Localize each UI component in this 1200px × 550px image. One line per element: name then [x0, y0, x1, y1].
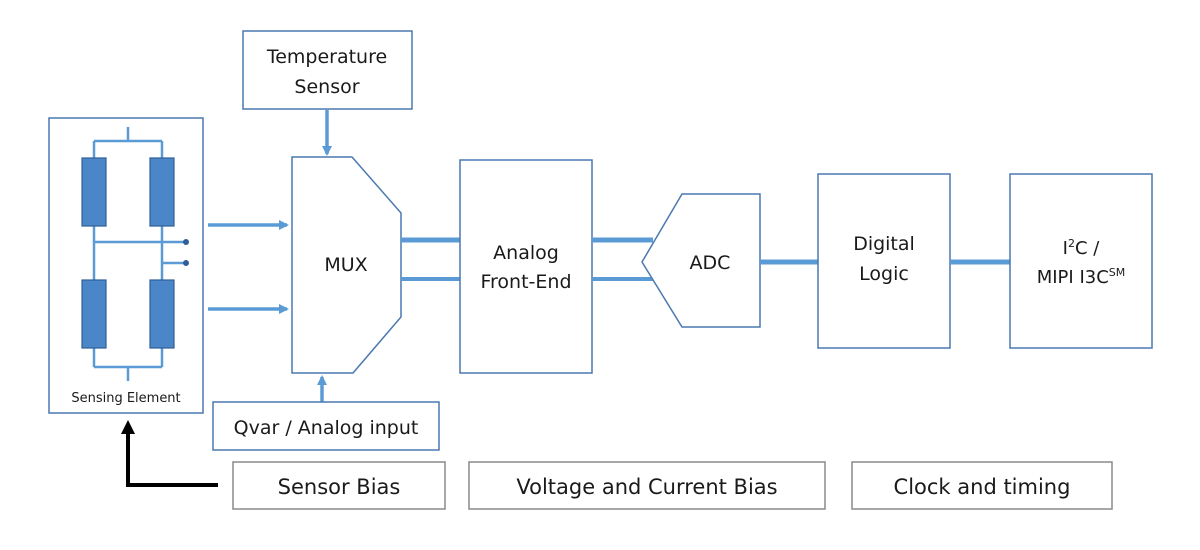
- qvar-input-block[interactable]: Qvar / Analog input: [212, 401, 440, 451]
- analog-front-end-block[interactable]: Analog Front-End: [459, 159, 593, 374]
- interface-label-1: I2C /: [1063, 237, 1101, 259]
- sensor-bias-arrow: [121, 420, 218, 487]
- bridge-terminal-1: [183, 239, 189, 245]
- digital-logic-label-1: Digital: [853, 233, 915, 255]
- sensing-element-label: Sensing Element: [71, 391, 180, 406]
- mux-block[interactable]: MUX: [291, 156, 402, 374]
- resistor-icon: [149, 157, 175, 227]
- sensing-element-frame: [48, 117, 204, 414]
- temperature-sensor-block[interactable]: Temperature Sensor: [242, 30, 413, 110]
- temperature-sensor-label-1: Temperature: [266, 46, 387, 68]
- interface-label-2: MIPI I3CSM: [1037, 266, 1126, 288]
- sensor-bias-label: Sensor Bias: [278, 475, 401, 499]
- clock-timing-label: Clock and timing: [894, 475, 1071, 499]
- digital-logic-block[interactable]: Digital Logic: [817, 173, 951, 349]
- bridge-terminal-2: [183, 260, 189, 266]
- qvar-input-label: Qvar / Analog input: [234, 417, 419, 439]
- digital-logic-label-2: Logic: [859, 263, 909, 285]
- mux-label: MUX: [324, 254, 367, 276]
- temperature-sensor-label-2: Sensor: [294, 76, 359, 98]
- adc-label: ADC: [690, 252, 731, 274]
- afe-label-2: Front-End: [480, 271, 571, 293]
- sensor-bias-block[interactable]: Sensor Bias: [232, 461, 446, 510]
- resistor-icon: [81, 279, 107, 349]
- afe-label-1: Analog: [493, 242, 559, 264]
- voltage-current-bias-label: Voltage and Current Bias: [516, 475, 777, 499]
- clock-timing-block[interactable]: Clock and timing: [851, 461, 1113, 510]
- bridge-wiring: [92, 127, 185, 381]
- resistor-icon: [149, 279, 175, 349]
- resistor-icon: [81, 157, 107, 227]
- adc-block[interactable]: ADC: [641, 193, 761, 328]
- voltage-current-bias-block[interactable]: Voltage and Current Bias: [468, 461, 826, 510]
- sensing-element-block[interactable]: Sensing Element: [48, 117, 204, 414]
- interface-block[interactable]: I2C / MIPI I3CSM: [1009, 173, 1153, 349]
